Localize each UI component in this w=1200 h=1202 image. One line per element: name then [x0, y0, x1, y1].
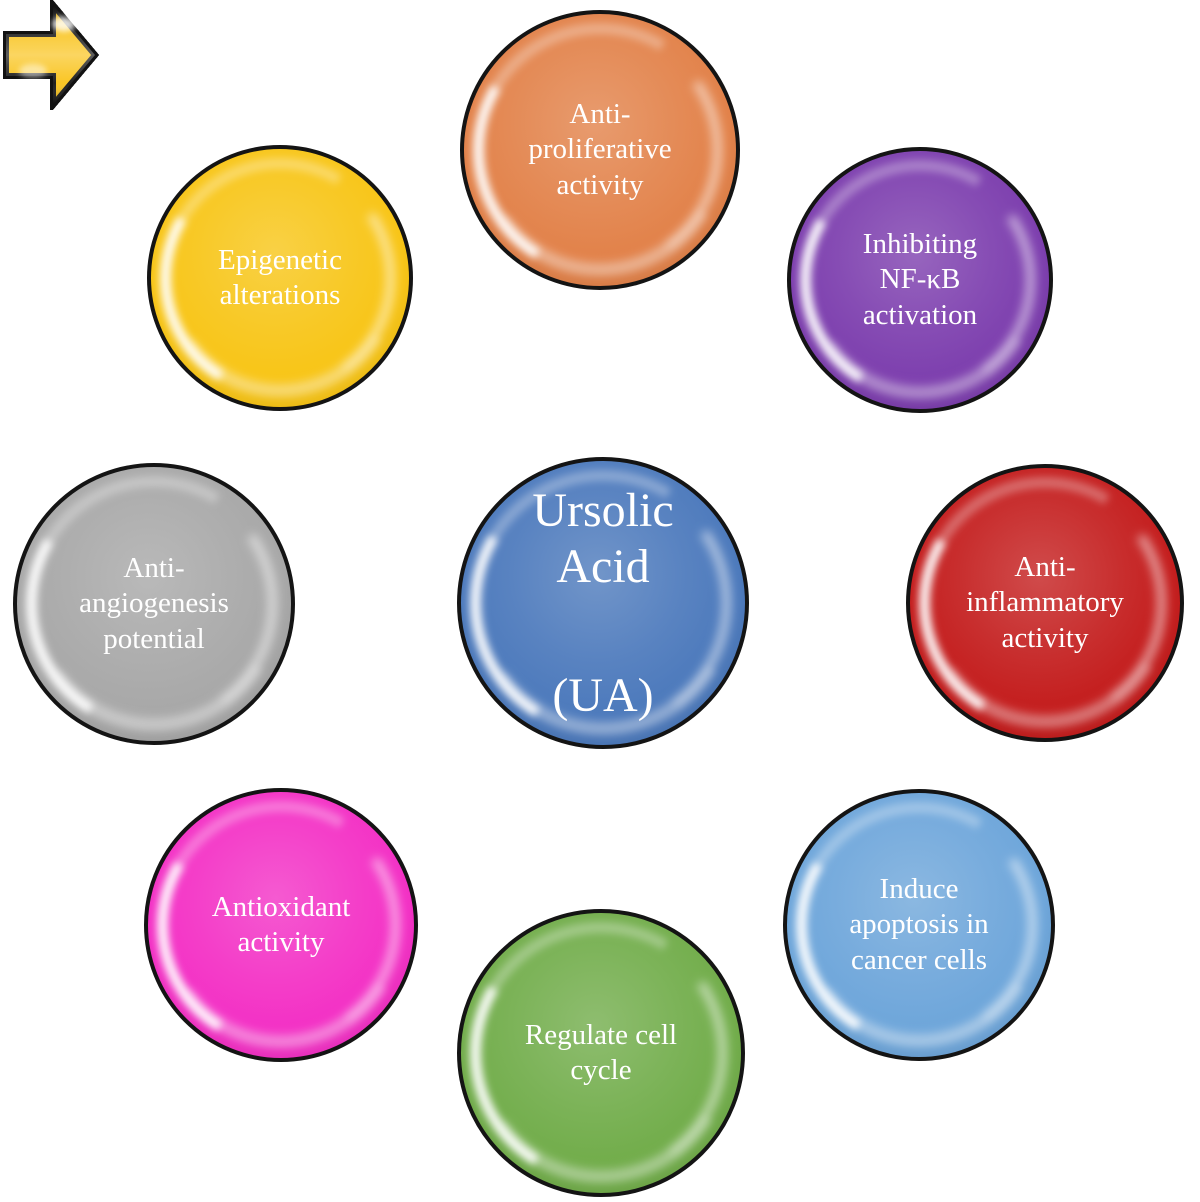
- node-anti-angiogenesis-potential: Anti- angiogenesis potential: [0, 448, 310, 760]
- arrow-upper-left-icon: [0, 0, 101, 110]
- node-label: Epigenetic alterations: [217, 243, 342, 311]
- node-label: Antioxidant activity: [211, 890, 351, 958]
- node-label: Induce apoptosis in cancer cells: [849, 872, 989, 976]
- node-ursolic-acid: Ursolic Acid (UA): [441, 441, 765, 765]
- node-inhibiting-nf-kb-activation: Inhibiting NF-κB activation: [774, 134, 1066, 426]
- node-antioxidant-activity: Antioxidant activity: [130, 774, 432, 1076]
- node-label: Inhibiting NF-κB activation: [862, 227, 978, 331]
- node-label: Anti- angiogenesis potential: [79, 551, 229, 655]
- center-node-abbreviation: (UA): [552, 669, 654, 723]
- center-node-title: Ursolic Acid: [532, 484, 674, 594]
- node-anti-inflammatory-activity: Anti- inflammatory activity: [892, 450, 1198, 756]
- node-regulate-cell-cycle: Regulate cell cycle: [442, 894, 760, 1202]
- node-anti-proliferative-activity: Anti- proliferative activity: [446, 0, 754, 304]
- node-induce-apoptosis-in-cancer-cells: Induce apoptosis in cancer cells: [769, 775, 1069, 1075]
- node-epigenetic-alterations: Epigenetic alterations: [134, 132, 426, 424]
- center-node-label: Ursolic Acid (UA): [514, 425, 691, 782]
- node-label: Anti- inflammatory activity: [966, 550, 1124, 654]
- node-label: Anti- proliferative activity: [528, 97, 672, 201]
- node-label: Regulate cell cycle: [524, 1018, 678, 1086]
